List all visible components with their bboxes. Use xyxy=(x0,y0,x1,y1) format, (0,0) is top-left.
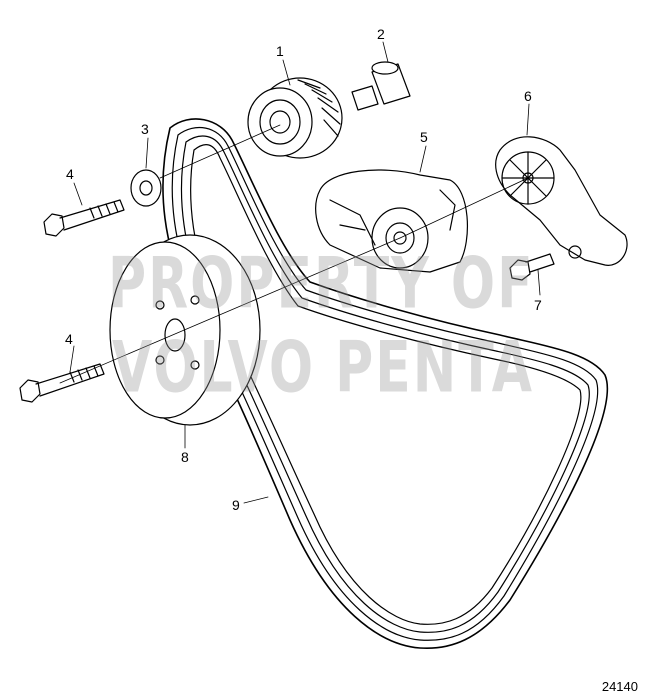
callout-6: 6 xyxy=(524,88,532,104)
bracket-bolt xyxy=(509,253,555,281)
leader-lines xyxy=(59,41,541,504)
callout-1: 1 xyxy=(276,43,284,59)
figure-number: 24140 xyxy=(601,679,638,694)
watermark-line-2: VOLVO PENTA xyxy=(112,328,534,409)
idler-pulley xyxy=(247,77,343,159)
spacer-bush xyxy=(351,61,411,111)
crankshaft-pulley xyxy=(109,234,261,426)
washer xyxy=(130,169,162,207)
callout-8: 8 xyxy=(181,449,189,465)
flange-bolt-lower xyxy=(19,363,105,403)
callout-7: 7 xyxy=(534,297,542,313)
watermark-line-1: PROPERTY OF xyxy=(108,244,535,325)
callout-5: 5 xyxy=(420,129,428,145)
callout-4-upper: 4 xyxy=(66,166,74,182)
callout-2: 2 xyxy=(377,26,385,42)
callout-4-lower: 4 xyxy=(65,331,73,347)
callout-3: 3 xyxy=(141,121,149,137)
callout-9: 9 xyxy=(232,497,240,513)
flange-bolt-upper xyxy=(43,199,125,237)
